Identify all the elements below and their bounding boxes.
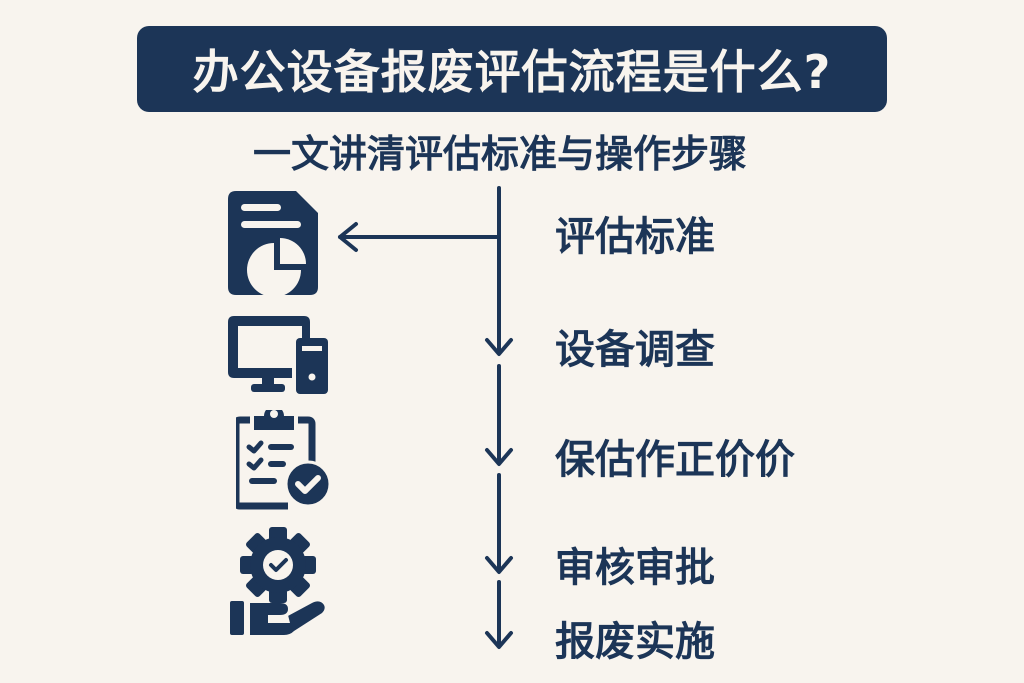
down-arrow-head-2 bbox=[485, 448, 513, 466]
gear-hand-check-icon bbox=[230, 527, 325, 635]
desktop-computer-icon bbox=[228, 316, 328, 394]
step-label-evaluation-standard: 评估标准 bbox=[555, 214, 715, 260]
step-label-scrap-implementation: 报废实施 bbox=[555, 619, 715, 665]
page-title: 办公设备报废评估流程是什么? bbox=[192, 45, 832, 99]
step-label-equipment-survey: 设备调查 bbox=[555, 327, 715, 373]
down-arrow-head-3 bbox=[485, 556, 513, 574]
title-banner: 办公设备报废评估流程是什么? bbox=[137, 26, 887, 112]
step-label-valuation: 保估作正价价 bbox=[555, 437, 795, 483]
down-arrow-head-1 bbox=[485, 338, 513, 356]
left-arrow-head bbox=[338, 222, 358, 252]
subtitle: 一文讲清评估标准与操作步骤 bbox=[252, 132, 747, 176]
clipboard-checklist-icon bbox=[236, 410, 332, 510]
down-arrow-head-4 bbox=[485, 631, 513, 649]
document-pie-chart-icon bbox=[228, 191, 318, 295]
step-label-review-approval: 审核审批 bbox=[555, 545, 715, 591]
